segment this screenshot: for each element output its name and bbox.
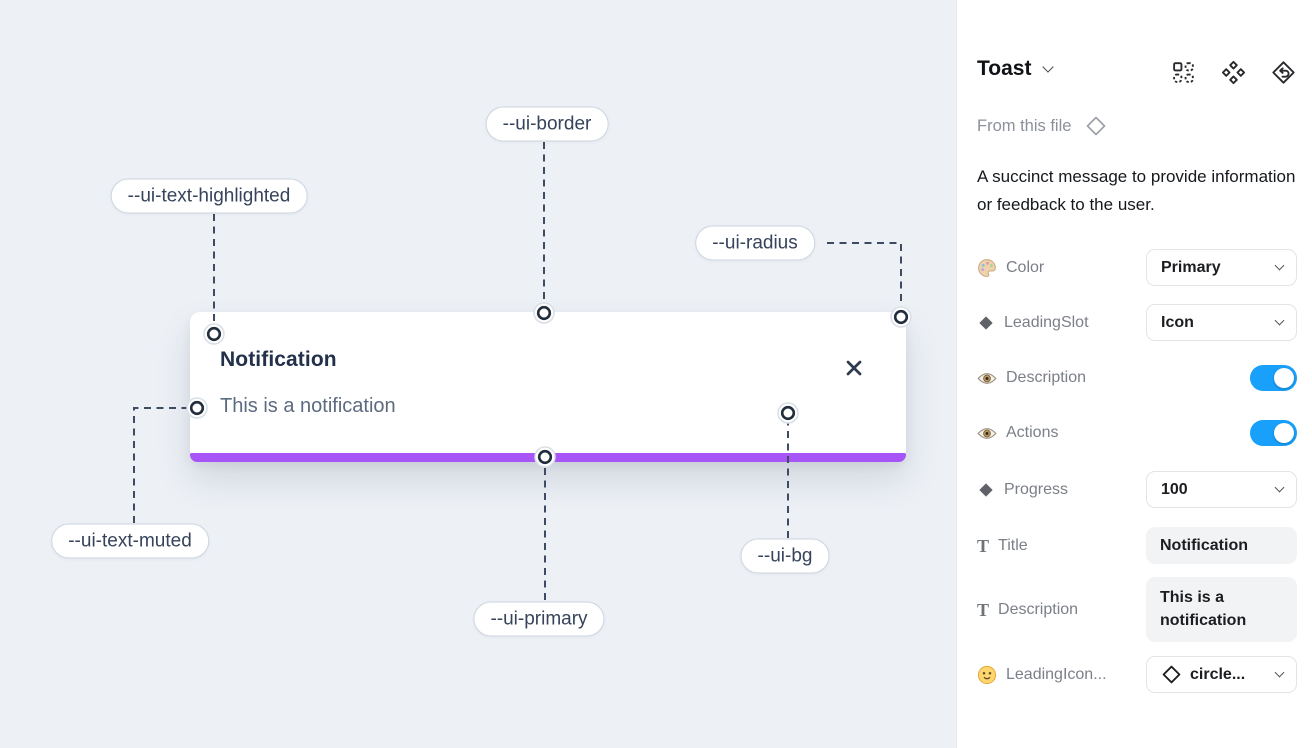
property-row-description-text: T Description This is a notification bbox=[977, 577, 1297, 642]
chevron-down-icon bbox=[1274, 482, 1285, 493]
palette-icon bbox=[978, 258, 996, 277]
annotation-label-ui-primary[interactable]: --ui-primary bbox=[473, 601, 605, 637]
annotation-label-ui-text-highlighted[interactable]: --ui-text-highlighted bbox=[110, 178, 308, 214]
panel-title: Toast bbox=[977, 57, 1032, 80]
color-select[interactable]: Primary bbox=[1146, 249, 1297, 286]
x-icon bbox=[846, 360, 862, 376]
toast-progress-bar bbox=[190, 453, 906, 462]
text-icon: T bbox=[977, 599, 990, 620]
property-row-progress: Progress 100 bbox=[977, 471, 1297, 508]
leadingicon-select[interactable]: circle... bbox=[1146, 656, 1297, 693]
property-row-leadingicon: LeadingIcon... circle... bbox=[977, 656, 1297, 693]
annotation-label-ui-bg[interactable]: --ui-bg bbox=[740, 538, 830, 574]
property-row-title: T Title Notification bbox=[977, 527, 1297, 564]
property-label: Progress bbox=[1004, 480, 1069, 498]
property-label: Description bbox=[1006, 369, 1087, 386]
property-row-leadingslot: LeadingSlot Icon bbox=[977, 304, 1297, 341]
progress-select-value: 100 bbox=[1161, 480, 1188, 498]
eye-icon bbox=[977, 372, 997, 384]
diamond-icon bbox=[979, 482, 993, 497]
actions-toggle[interactable] bbox=[1250, 420, 1297, 446]
component-diamond-icon bbox=[1087, 116, 1106, 136]
title-input-value: Notification bbox=[1160, 536, 1248, 554]
property-label: Actions bbox=[1006, 424, 1059, 441]
color-select-value: Primary bbox=[1161, 258, 1221, 276]
property-label: Title bbox=[998, 536, 1028, 554]
property-row-actions-toggle: Actions bbox=[977, 420, 1297, 446]
smiley-icon bbox=[977, 665, 997, 684]
chevron-down-icon bbox=[1274, 315, 1285, 326]
main-component-icon bbox=[1271, 60, 1295, 84]
title-input[interactable]: Notification bbox=[1146, 527, 1297, 564]
property-row-color: Color Primary bbox=[977, 249, 1297, 286]
component-description: A succinct message to provide informatio… bbox=[977, 167, 1296, 214]
leadingslot-select[interactable]: Icon bbox=[1146, 304, 1297, 341]
component-selector[interactable]: Toast bbox=[977, 57, 1055, 81]
source-info: From this file bbox=[977, 114, 1108, 138]
variants-icon bbox=[1221, 60, 1245, 84]
chevron-down-icon bbox=[1042, 61, 1055, 73]
toast-component-preview[interactable]: Notification This is a notification bbox=[190, 312, 906, 462]
property-label: LeadingSlot bbox=[1004, 313, 1089, 331]
description-toggle[interactable] bbox=[1250, 365, 1297, 391]
leadingicon-select-value: circle... bbox=[1190, 665, 1246, 683]
annotation-label-ui-radius[interactable]: --ui-radius bbox=[695, 225, 815, 261]
main-component-button[interactable] bbox=[1270, 59, 1296, 85]
toast-description: This is a notification bbox=[220, 395, 396, 417]
text-icon: T bbox=[977, 535, 990, 556]
component-diamond-icon bbox=[1162, 665, 1181, 684]
variants-button[interactable] bbox=[1220, 59, 1246, 85]
description-input[interactable]: This is a notification bbox=[1146, 577, 1297, 642]
property-label: Color bbox=[1006, 258, 1045, 276]
component-props-icon bbox=[1172, 61, 1194, 83]
component-props-button[interactable] bbox=[1170, 59, 1196, 85]
toggle-knob bbox=[1274, 423, 1294, 443]
toggle-knob bbox=[1274, 368, 1294, 388]
property-label: LeadingIcon... bbox=[1006, 665, 1107, 683]
leadingslot-select-value: Icon bbox=[1161, 313, 1194, 331]
property-label: Description bbox=[998, 600, 1079, 618]
property-row-description-toggle: Description bbox=[977, 365, 1297, 391]
chevron-down-icon bbox=[1274, 667, 1285, 678]
properties-panel: Toast bbox=[956, 0, 1312, 748]
annotation-label-ui-border[interactable]: --ui-border bbox=[485, 106, 609, 142]
toast-title: Notification bbox=[220, 348, 337, 371]
close-button[interactable] bbox=[844, 358, 864, 378]
progress-select[interactable]: 100 bbox=[1146, 471, 1297, 508]
diamond-icon bbox=[979, 315, 993, 330]
eye-icon bbox=[977, 427, 997, 439]
source-label: From this file bbox=[977, 116, 1072, 135]
chevron-down-icon bbox=[1274, 260, 1285, 271]
canvas[interactable]: Notification This is a notification bbox=[0, 0, 956, 748]
description-input-value: This is a notification bbox=[1160, 589, 1247, 629]
annotation-label-ui-text-muted[interactable]: --ui-text-muted bbox=[51, 523, 209, 559]
